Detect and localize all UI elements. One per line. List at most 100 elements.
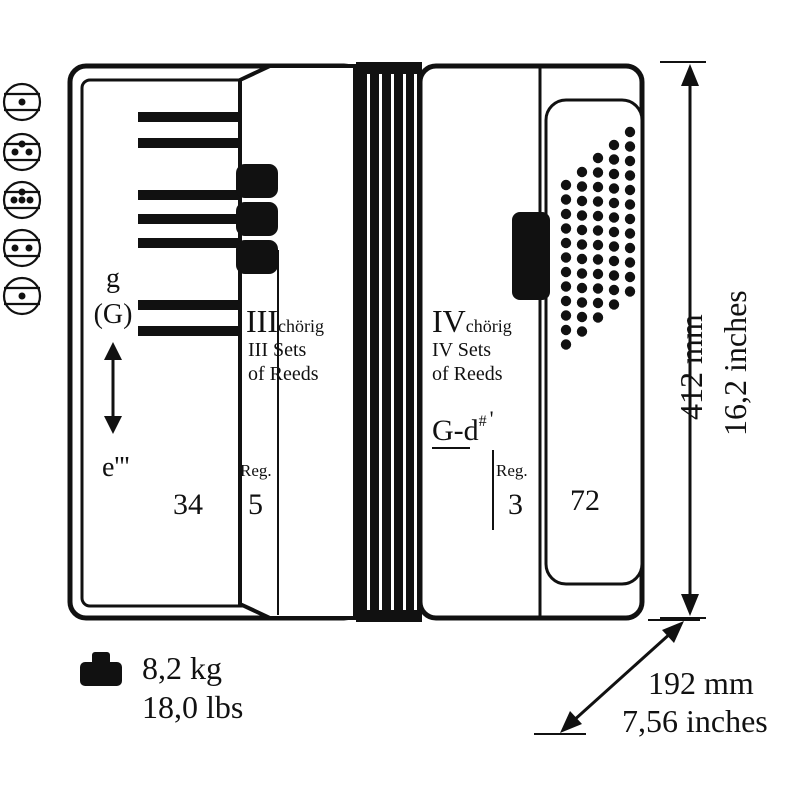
- bass-button-dot: [592, 196, 604, 207]
- bass-button-dot: [560, 194, 572, 205]
- bass-range-start: G: [432, 414, 454, 447]
- bass-button-dot: [560, 281, 572, 292]
- register-icon-4: [2, 228, 42, 268]
- register-icon-2: [2, 132, 42, 172]
- bass-button-dot: [592, 152, 604, 164]
- bass-range-mark: ': [490, 406, 494, 431]
- bass-button-dot: [576, 326, 588, 337]
- bass-button-dot: [560, 310, 572, 321]
- bass-button-dot: [576, 239, 588, 250]
- bass-button-dot: [576, 311, 588, 323]
- bass-range: G-d#': [432, 406, 494, 447]
- treble-register-switches: [236, 164, 278, 274]
- bass-button-dot: [592, 283, 604, 294]
- bass-strap-buckle: [512, 212, 550, 300]
- bass-button-dot: [624, 199, 636, 210]
- bass-button-dot: [608, 270, 620, 281]
- bass-button-dot: [592, 268, 604, 280]
- bass-button-dot: [576, 181, 588, 192]
- bass-button-dot: [608, 168, 620, 180]
- bass-button-dot: [576, 195, 588, 207]
- bass-button-dot: [608, 284, 620, 296]
- bass-buttons: [560, 126, 636, 350]
- depth-mm: 192 mm: [648, 665, 754, 701]
- bass-button-dot: [608, 255, 620, 267]
- bass-button-dot: [592, 297, 604, 309]
- weight-icon: [80, 652, 122, 686]
- bass-button-dot: [592, 210, 604, 222]
- bass-body: [417, 63, 645, 621]
- bass-sets-line1: IV Sets: [432, 339, 491, 361]
- bass-button-dot: [560, 295, 572, 307]
- bass-buttons-count: 72: [570, 484, 600, 517]
- bass-sets-line2: of Reeds: [432, 363, 503, 385]
- bass-button-dot: [608, 299, 620, 310]
- bass-button-dot: [608, 241, 620, 252]
- height-dimension: [660, 61, 706, 619]
- weight-kg: 8,2 kg: [142, 650, 222, 686]
- bass-button-dot: [560, 208, 572, 220]
- bass-button-dot: [560, 339, 572, 350]
- bass-button-dot: [560, 179, 572, 191]
- bass-range-sharp: #: [479, 413, 487, 430]
- bass-button-dot: [608, 183, 620, 194]
- treble-range-top: g: [106, 263, 120, 294]
- bass-button-dot: [592, 181, 604, 193]
- treble-chorig-suffix: chörig: [278, 316, 324, 336]
- bass-button-dot: [608, 139, 620, 151]
- bass-button-dot: [576, 282, 588, 294]
- treble-sets-line1: III Sets: [248, 339, 307, 361]
- bass-button-dot: [576, 224, 588, 236]
- bass-chorig: IVchörig: [432, 303, 512, 339]
- bass-button-dot: [624, 141, 636, 152]
- bass-button-dot: [624, 213, 636, 225]
- bass-button-dot: [624, 242, 636, 254]
- register-icon-5: [2, 276, 42, 316]
- bass-button-dot: [592, 239, 604, 251]
- treble-range-top-alt: (G): [94, 299, 133, 330]
- bass-button-dot: [624, 271, 636, 283]
- treble-reg-count: 5: [248, 488, 263, 521]
- bass-button-dot: [592, 225, 604, 236]
- bass-button-dot: [624, 257, 636, 268]
- depth-in: 7,56 inches: [622, 703, 768, 739]
- bass-button-dot: [624, 184, 636, 196]
- height-mm: 412 mm: [673, 314, 709, 420]
- bass-button-dot: [608, 197, 620, 209]
- bass-button-dot: [624, 155, 636, 167]
- bass-button-dot: [592, 254, 604, 265]
- bass-button-dot: [608, 212, 620, 223]
- bass-button-dot: [560, 223, 572, 234]
- bass-button-dot: [624, 228, 636, 239]
- bass-button-dot: [576, 268, 588, 279]
- register-icons: [2, 82, 42, 316]
- bass-button-dot: [576, 166, 588, 178]
- treble-reg-label: Reg.: [240, 461, 272, 480]
- bellows: [356, 62, 422, 622]
- register-icon-3: [2, 180, 42, 220]
- bass-button-dot: [560, 266, 572, 278]
- bass-button-dot: [608, 226, 620, 238]
- treble-sets-line2: of Reeds: [248, 363, 319, 385]
- bass-button-dot: [592, 312, 604, 323]
- bass-reg-count: 3: [508, 488, 523, 521]
- range-arrow: [104, 342, 122, 434]
- treble-keys: [138, 112, 238, 336]
- bass-button-dot: [624, 170, 636, 181]
- bass-button-dot: [560, 252, 572, 263]
- bass-range-dash: -d: [454, 414, 479, 447]
- bass-button-dot: [576, 297, 588, 308]
- bass-button-dot: [576, 210, 588, 221]
- treble-body: [67, 63, 363, 621]
- bass-reg-label: Reg.: [496, 461, 528, 480]
- weight-lbs: 18,0 lbs: [142, 689, 243, 725]
- bass-chorig-suffix: chörig: [466, 316, 512, 336]
- height-in: 16,2 inches: [717, 290, 753, 436]
- register-icon-1: [2, 82, 42, 122]
- bass-button-dot: [560, 237, 572, 249]
- treble-chorig-roman: III: [246, 303, 278, 339]
- bass-button-dot: [592, 167, 604, 178]
- bass-button-dot: [608, 154, 620, 165]
